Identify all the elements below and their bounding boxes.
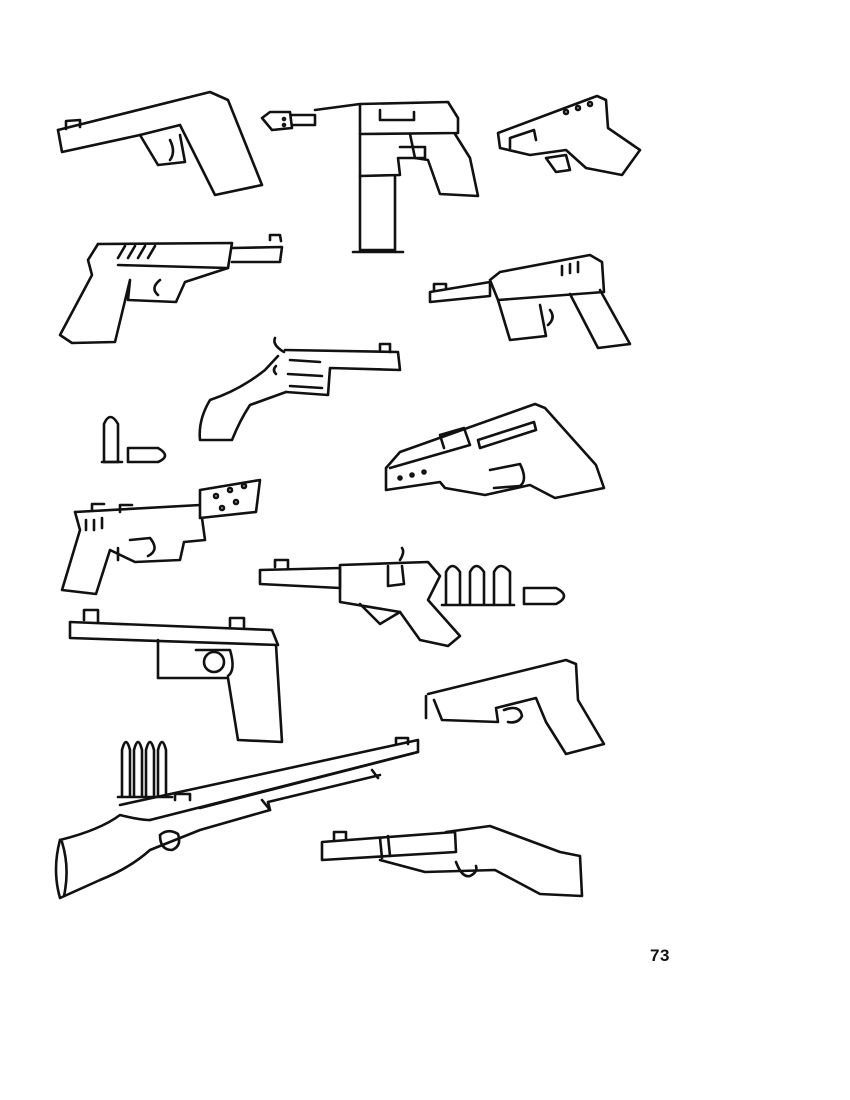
bullet-icon — [116, 740, 174, 799]
pistol-icon — [320, 824, 584, 898]
pistol-icon — [496, 94, 642, 177]
smg-icon — [260, 100, 480, 254]
bullet-icon — [100, 415, 167, 464]
rifle-icon — [54, 736, 420, 900]
page-number: 73 — [650, 946, 670, 965]
pistol-icon — [428, 253, 632, 350]
pistol-icon — [58, 233, 284, 345]
pistol-icon — [424, 658, 606, 756]
pistol-icon — [56, 90, 264, 197]
pistol-icon — [384, 402, 606, 500]
pistol-icon — [68, 608, 284, 744]
pistol-icon — [60, 478, 262, 596]
bullet-icon — [440, 564, 566, 607]
revolver-icon — [198, 336, 402, 442]
revolver-icon — [258, 546, 462, 648]
